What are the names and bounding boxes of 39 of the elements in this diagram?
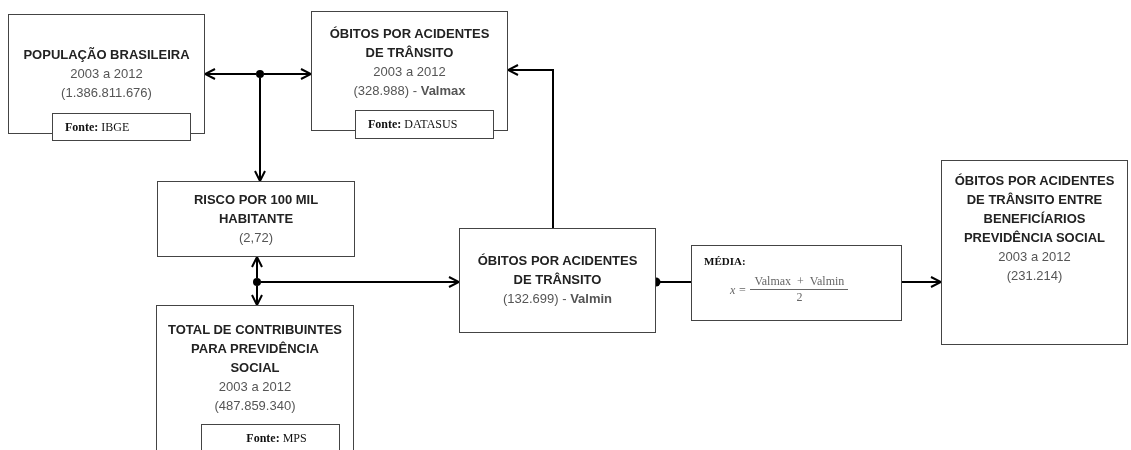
arrow [251, 285, 263, 306]
box-text: (487.859.340) [213, 397, 297, 415]
arrow [901, 276, 942, 288]
box-heading: ÓBITOS POR ACIDENTES DE TRÂNSITO ENTRE BENEFICÍARIOS PREVIDÊNCIA SOCIAL [953, 172, 1116, 247]
arrow [204, 68, 257, 80]
box-heading: ÓBITOS POR ACIDENTES DE TRÂNSITO [476, 252, 639, 289]
source-text: Fonte: MPS [246, 431, 307, 445]
box-text: 2003 a 2012 [69, 65, 144, 83]
process-box [459, 228, 656, 333]
box-text: 2003 a 2012 [217, 378, 293, 396]
box-text: (1.386.811.676) [60, 84, 153, 102]
box-heading: POPULAÇÃO BRASILEIRA [22, 46, 191, 64]
formula-numerator: Valmax + Valmin [753, 274, 846, 289]
box-heading: ÓBITOS POR ACIDENTES DE TRÂNSITO [328, 25, 491, 62]
source-text: Fonte: DATASUS [368, 117, 458, 131]
process-box [157, 181, 355, 257]
arrow [251, 256, 263, 279]
box-text: (132.699) - Valmin [501, 290, 614, 308]
formula-heading: MÉDIA: [704, 254, 746, 269]
formula-box [691, 245, 902, 321]
box-heading: RISCO POR 100 MIL HABITANTE [192, 191, 320, 228]
process-box [311, 11, 508, 131]
arrow [260, 276, 460, 288]
box-text: 2003 a 2012 [372, 63, 447, 81]
box-text: 2003 a 2012 [997, 248, 1072, 266]
process-box [156, 305, 354, 450]
box-heading: TOTAL DE CONTRIBUINTES PARA PREVIDÊNCIA SOCIAL [166, 321, 344, 377]
source-tab [52, 113, 191, 141]
box-text: (2,72) [238, 229, 274, 247]
source-tab [355, 110, 494, 139]
box-text: (328.988) - Valmax [352, 82, 467, 100]
arrow [254, 77, 266, 182]
source-text: Fonte: IBGE [65, 120, 130, 134]
box-text: (231.214) [1005, 267, 1064, 285]
process-box [941, 160, 1128, 345]
formula-denominator: 2 [796, 290, 803, 305]
arrow [507, 64, 554, 229]
formula-variable: x = [730, 281, 747, 299]
arrow [263, 68, 312, 80]
